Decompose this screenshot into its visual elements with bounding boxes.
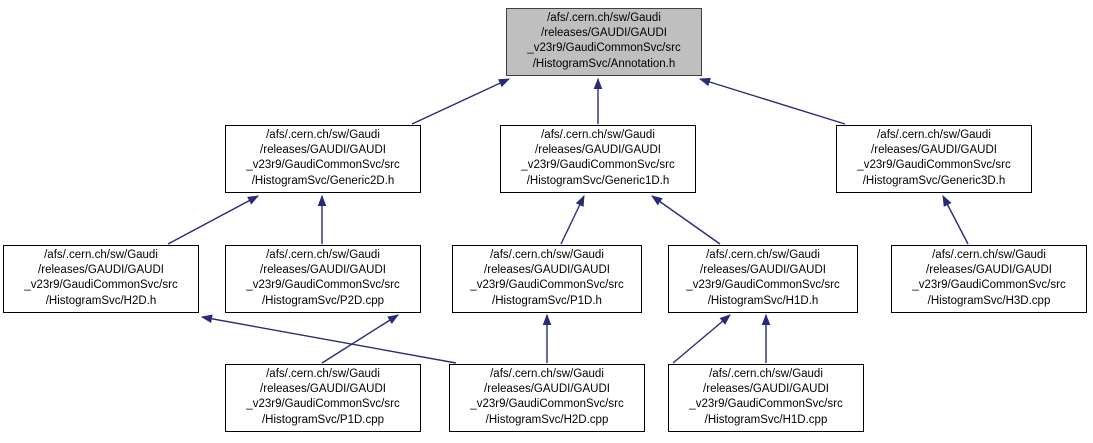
node-label-line: /HistogramSvc/P2D.cpp (261, 294, 385, 307)
node-label-line: _v23r9/GaudiCommonSvc/src (24, 279, 178, 292)
node-label-line: _v23r9/GaudiCommonSvc/src (246, 279, 400, 292)
edge-p1d-h-to-generic1d-h (560, 194, 585, 245)
edge-h3d-cpp-to-generic3d-h (942, 195, 969, 245)
node-label-line: /HistogramSvc/H2D.cpp (485, 413, 609, 426)
node-label-line: /HistogramSvc/Annotation.h (532, 57, 676, 70)
node-label-line: /releases/GAUDI/GAUDI (484, 264, 610, 277)
node-label-line: /afs/.cern.ch/sw/Gaudi (44, 249, 158, 261)
node-label-line: /HistogramSvc/H1D.h (707, 294, 819, 307)
node-label-line: /HistogramSvc/Generic3D.h (862, 174, 1006, 187)
node-label-line: _v23r9/GaudiCommonSvc/src (521, 159, 675, 172)
graph-node-h1d-h[interactable]: /afs/.cern.ch/sw/Gaudi/releases/GAUDI/GA… (668, 245, 858, 313)
graph-node-h2d-cpp[interactable]: /afs/.cern.ch/sw/Gaudi/releases/GAUDI/GA… (449, 364, 645, 432)
node-label-line: /releases/GAUDI/GAUDI (703, 383, 829, 396)
node-label-line: _v23r9/GaudiCommonSvc/src (689, 398, 843, 411)
graph-node-h2d-h[interactable]: /afs/.cern.ch/sw/Gaudi/releases/GAUDI/GA… (3, 245, 199, 313)
node-label-line: /HistogramSvc/P1D.cpp (261, 413, 385, 426)
graph-node-p2d-cpp[interactable]: /afs/.cern.ch/sw/Gaudi/releases/GAUDI/GA… (225, 245, 421, 313)
graph-node-annotation-h[interactable]: /afs/.cern.ch/sw/Gaudi/releases/GAUDI/GA… (506, 8, 702, 76)
edge-group (167, 77, 969, 364)
node-label-line: /releases/GAUDI/GAUDI (260, 383, 386, 396)
node-label-line: /afs/.cern.ch/sw/Gaudi (490, 368, 604, 380)
node-label-line: /HistogramSvc/Generic2D.h (251, 174, 395, 187)
node-label-line: /afs/.cern.ch/sw/Gaudi (541, 129, 655, 141)
node-label-line: /afs/.cern.ch/sw/Gaudi (490, 249, 604, 261)
node-label-line: /HistogramSvc/P1D.h (492, 294, 602, 307)
edge-generic2d-h-to-annotation-h (411, 78, 511, 125)
edge-p1d-cpp-to-p1d-h (321, 314, 399, 364)
node-label-line: _v23r9/GaudiCommonSvc/src (470, 398, 624, 411)
edge-generic3d-h-to-annotation-h (698, 77, 846, 125)
node-label-line: /afs/.cern.ch/sw/Gaudi (547, 12, 661, 24)
edge-h2d-h-to-generic2d-h (167, 195, 259, 245)
node-label-line: _v23r9/GaudiCommonSvc/src (686, 279, 840, 292)
graph-node-p1d-h[interactable]: /afs/.cern.ch/sw/Gaudi/releases/GAUDI/GA… (452, 245, 642, 313)
node-label-line: _v23r9/GaudiCommonSvc/src (527, 42, 681, 55)
edge-h2d-cpp-to-h2d-h (200, 314, 457, 364)
node-label-line: _v23r9/GaudiCommonSvc/src (246, 398, 400, 411)
node-label-line: /releases/GAUDI/GAUDI (260, 144, 386, 157)
graph-node-generic2d-h[interactable]: /afs/.cern.ch/sw/Gaudi/releases/GAUDI/GA… (225, 125, 421, 193)
graph-node-h3d-cpp[interactable]: /afs/.cern.ch/sw/Gaudi/releases/GAUDI/GA… (891, 245, 1087, 313)
node-label-line: /afs/.cern.ch/sw/Gaudi (266, 249, 380, 261)
graph-node-generic3d-h[interactable]: /afs/.cern.ch/sw/Gaudi/releases/GAUDI/GA… (836, 125, 1032, 193)
node-label-line: /afs/.cern.ch/sw/Gaudi (266, 129, 380, 141)
node-label-line: /HistogramSvc/H1D.cpp (704, 413, 828, 426)
node-label-line: /releases/GAUDI/GAUDI (38, 264, 164, 277)
node-label-line: _v23r9/GaudiCommonSvc/src (857, 159, 1011, 172)
node-label-line: /HistogramSvc/H3D.cpp (927, 294, 1051, 307)
edge-h1d-h-to-generic1d-h (651, 195, 721, 245)
node-label-line: /afs/.cern.ch/sw/Gaudi (932, 249, 1046, 261)
node-label-line: /afs/.cern.ch/sw/Gaudi (706, 249, 820, 261)
node-label-line: _v23r9/GaudiCommonSvc/src (470, 279, 624, 292)
node-label-line: /HistogramSvc/H2D.h (45, 294, 157, 307)
node-label-line: /afs/.cern.ch/sw/Gaudi (709, 368, 823, 380)
node-label-line: /releases/GAUDI/GAUDI (541, 27, 667, 40)
node-label-line: /releases/GAUDI/GAUDI (260, 264, 386, 277)
node-label-line: /releases/GAUDI/GAUDI (700, 264, 826, 277)
node-label-line: _v23r9/GaudiCommonSvc/src (246, 159, 400, 172)
node-label-line: /releases/GAUDI/GAUDI (871, 144, 997, 157)
graph-node-p1d-cpp[interactable]: /afs/.cern.ch/sw/Gaudi/releases/GAUDI/GA… (225, 364, 421, 432)
node-label-line: /releases/GAUDI/GAUDI (535, 144, 661, 157)
node-label-line: _v23r9/GaudiCommonSvc/src (912, 279, 1066, 292)
graph-node-h1d-cpp[interactable]: /afs/.cern.ch/sw/Gaudi/releases/GAUDI/GA… (668, 364, 864, 432)
node-label-line: /afs/.cern.ch/sw/Gaudi (877, 129, 991, 141)
node-label-line: /HistogramSvc/Generic1D.h (526, 174, 670, 187)
graph-node-generic1d-h[interactable]: /afs/.cern.ch/sw/Gaudi/releases/GAUDI/GA… (500, 125, 696, 193)
edge-h1d-cpp-to-h1d-h (672, 314, 731, 364)
node-label-line: /afs/.cern.ch/sw/Gaudi (266, 368, 380, 380)
node-label-line: /releases/GAUDI/GAUDI (484, 383, 610, 396)
node-label-line: /releases/GAUDI/GAUDI (926, 264, 1052, 277)
